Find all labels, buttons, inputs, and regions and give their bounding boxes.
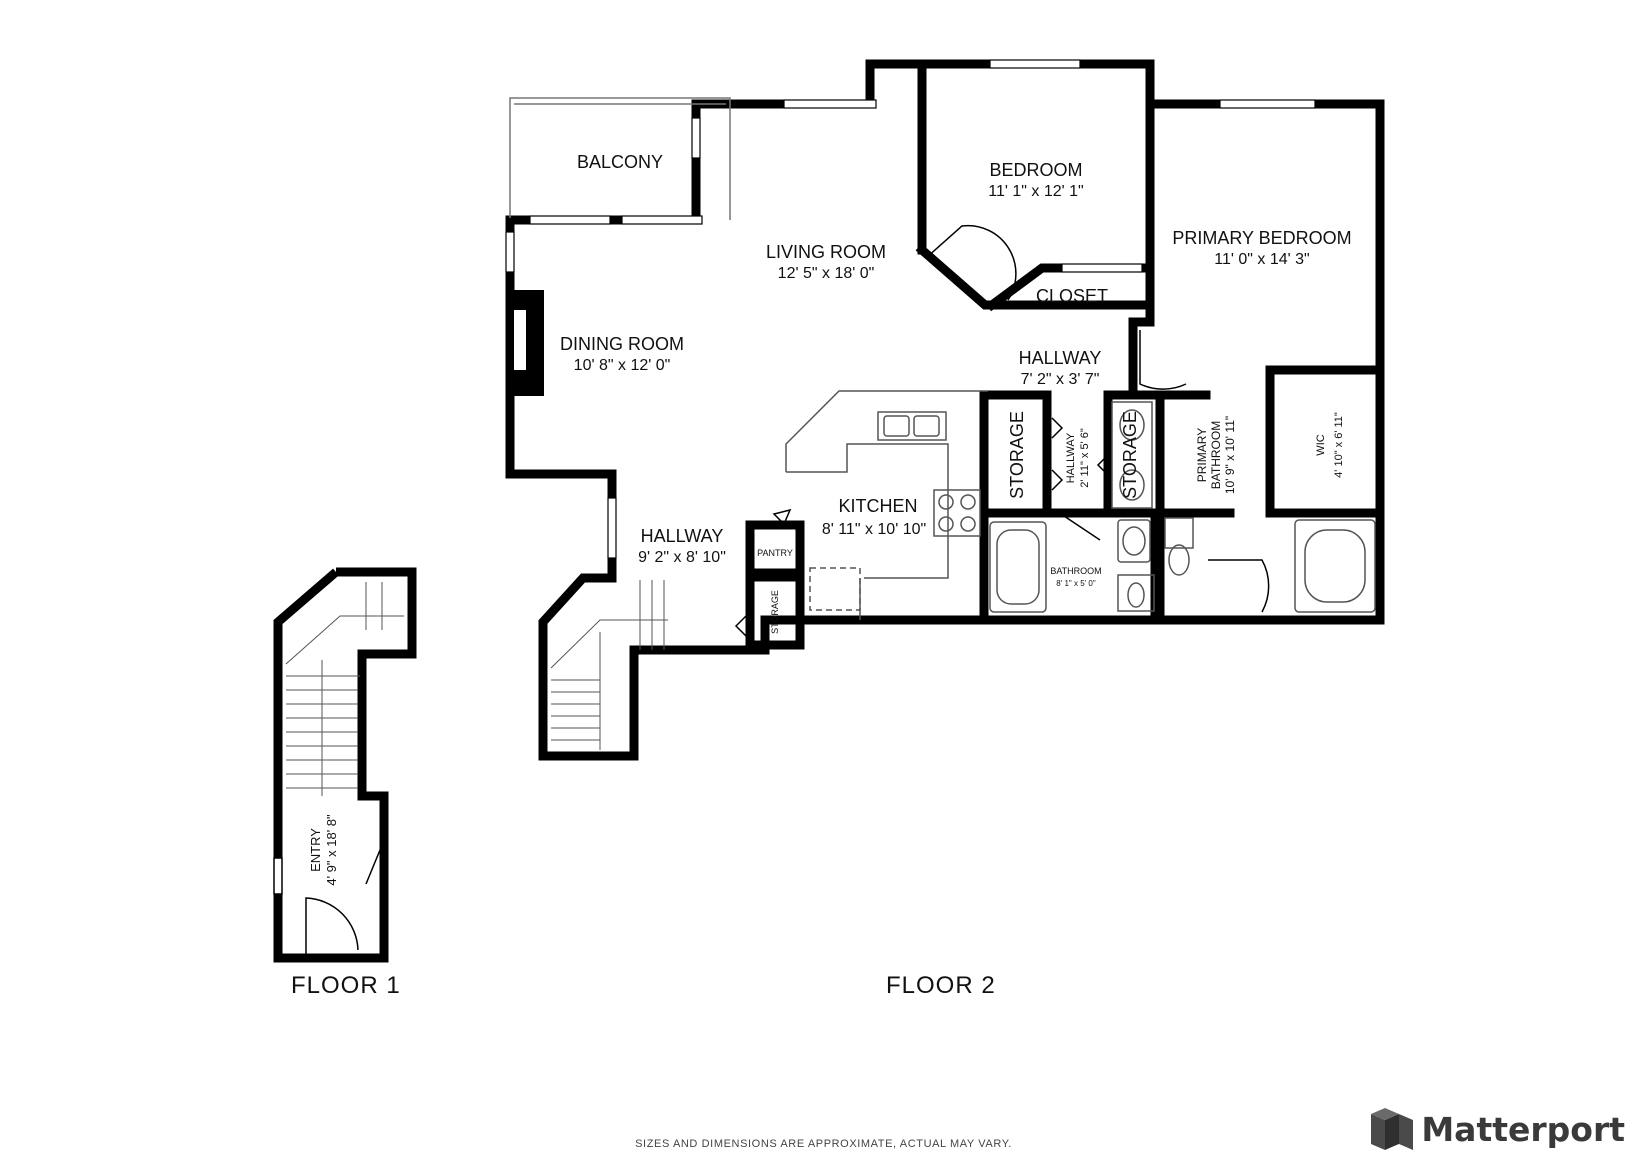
hallway-lower-size: 9' 2" x 8' 10" [638, 549, 726, 566]
wic-size: 4' 10" x 6' 11" [1333, 412, 1345, 478]
wic-name: WIC [1315, 434, 1327, 455]
primary-bedroom-name: PRIMARY BEDROOM [1172, 228, 1351, 248]
living-room-name: LIVING ROOM [766, 242, 886, 262]
windows [505, 59, 1316, 559]
floor-2-label: FLOOR 2 [886, 972, 996, 999]
doors [734, 224, 1270, 642]
hallway-small-name: HALLWAY [1065, 432, 1077, 483]
disclaimer: SIZES AND DIMENSIONS ARE APPROXIMATE, AC… [635, 1138, 1012, 1150]
brand: Matterport [1371, 1108, 1625, 1150]
balcony-name: BALCONY [577, 152, 663, 172]
primary-bedroom-size: 11' 0" x 14' 3" [1214, 251, 1309, 268]
room-labels: BALCONY LIVING ROOM 12' 5" x 18' 0" BEDR… [308, 152, 1352, 886]
bath-fixtures [989, 401, 1376, 613]
hallway-small-size: 2' 11" x 5' 6" [1079, 428, 1091, 488]
bathroom-name: BATHROOM [1050, 566, 1101, 576]
bedroom-size: 11' 1" x 12' 1" [988, 183, 1083, 200]
primary-bathroom-line1: PRIMARY [1195, 428, 1209, 482]
stairs-floor-2 [550, 580, 668, 750]
hallway-upper-size: 7' 2" x 3' 7" [1021, 371, 1100, 388]
bathroom-size: 8' 1" x 5' 0" [1056, 579, 1096, 588]
dining-room-name: DINING ROOM [560, 334, 684, 354]
matterport-logo-icon [1371, 1108, 1414, 1150]
floor-1-door [273, 849, 381, 954]
bedroom-name: BEDROOM [989, 160, 1082, 180]
kitchen-counters [785, 390, 988, 620]
entry-name: ENTRY [308, 828, 323, 872]
stairs-floor-1 [285, 582, 404, 796]
entry-size: 4' 9" x 18' 8" [324, 814, 339, 886]
primary-bathroom-line2: BATHROOM [1209, 421, 1223, 489]
balcony-outline [509, 97, 731, 220]
closet-name: CLOSET [1036, 286, 1108, 306]
hallway-lower-name: HALLWAY [641, 526, 724, 546]
storage-left-name: STORAGE [1007, 411, 1027, 499]
floor-1-walls [273, 567, 417, 963]
storage-small-name: STORAGE [770, 590, 780, 634]
hallway-upper-name: HALLWAY [1019, 348, 1102, 368]
brand-name: Matterport [1421, 1109, 1625, 1149]
living-room-size: 12' 5" x 18' 0" [778, 265, 875, 282]
kitchen-name: KITCHEN [838, 496, 917, 516]
floor-1-label: FLOOR 1 [291, 972, 401, 999]
dining-room-size: 10' 8" x 12' 0" [574, 357, 671, 374]
kitchen-size: 8' 11" x 10' 10" [822, 521, 926, 538]
pantry-name: PANTRY [757, 548, 793, 558]
storage-right-name: STORAGE [1120, 411, 1140, 499]
primary-bathroom-size: 10' 9" x 10' 11" [1223, 416, 1237, 494]
